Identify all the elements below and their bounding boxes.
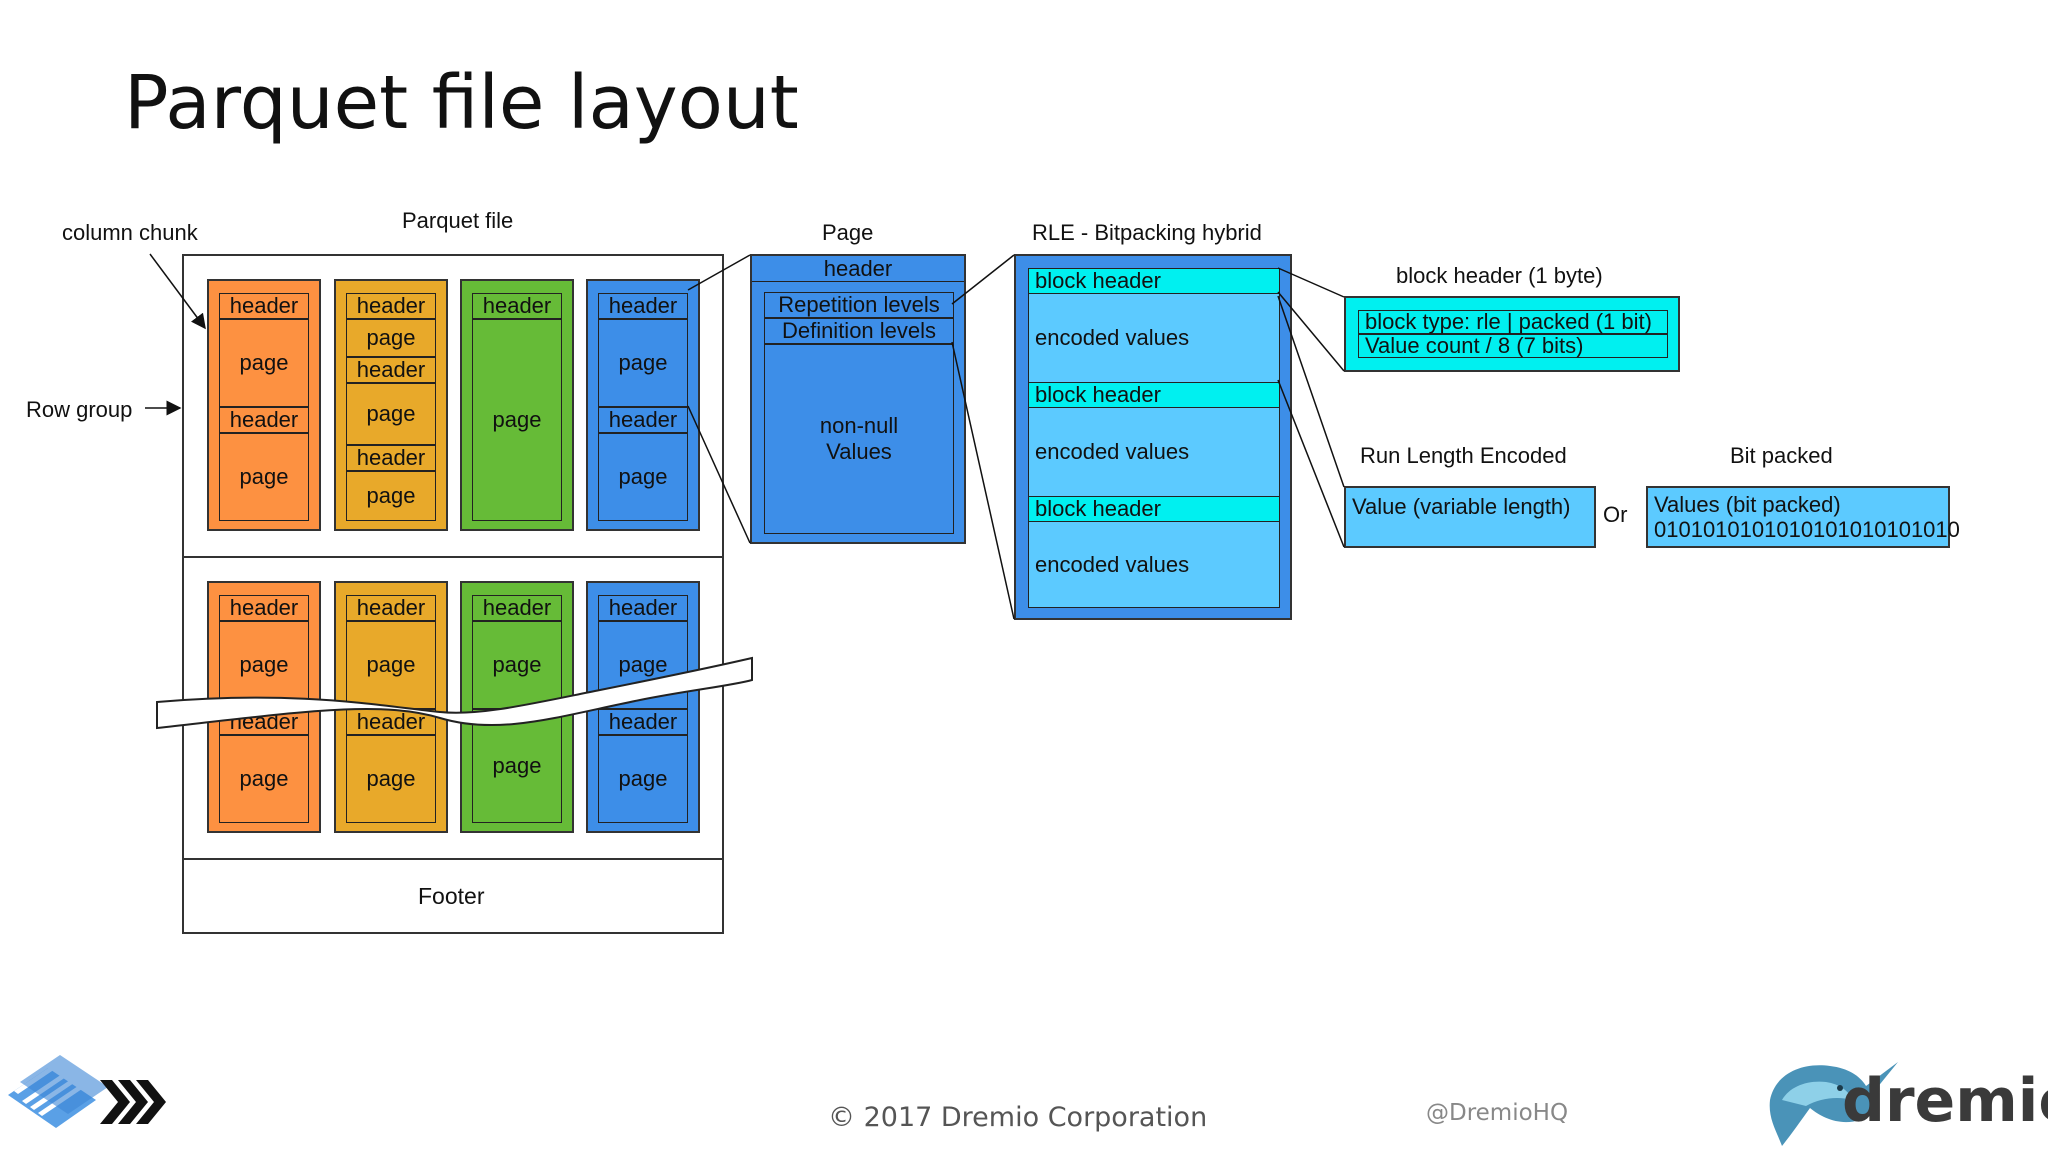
page-header-cell: header xyxy=(346,595,436,621)
block-header-row: block header xyxy=(1028,382,1280,408)
page-cell: page xyxy=(598,621,688,709)
page-header-cell: header xyxy=(346,293,436,319)
page-cell: page xyxy=(346,471,436,521)
encoded-values-row: encoded values xyxy=(1028,294,1280,382)
page-zoom-line-top xyxy=(687,254,751,291)
page-cell: page xyxy=(219,735,309,823)
parquet-file-label: Parquet file xyxy=(402,208,514,233)
value-count-row: Value count / 8 (7 bits) xyxy=(1358,333,1668,358)
page-cell: page xyxy=(219,621,309,709)
row-group-label: Row group xyxy=(26,397,133,422)
page-header-cell: header xyxy=(219,595,309,621)
encoded-line-bottom xyxy=(1277,379,1345,548)
page-cell: page xyxy=(472,709,562,823)
rle-zoom-line-bottom xyxy=(951,341,1015,620)
bitpacked-line2: 0101010101010101010101010 xyxy=(1654,517,1960,542)
page-header-cell: header xyxy=(219,407,309,433)
page-header-cell: header xyxy=(472,293,562,319)
page-label: Page xyxy=(822,220,874,245)
dremio-brand-text: dremio xyxy=(1842,1066,2048,1136)
page-cell: page xyxy=(598,433,688,521)
column-chunk-arrow xyxy=(149,253,206,330)
rle-hybrid-box: block header encoded values block header… xyxy=(1014,254,1292,620)
footer-divider xyxy=(182,858,724,860)
page-cell: page xyxy=(598,319,688,407)
non-null-values-line2: Values xyxy=(826,439,892,464)
column-chunk-orange: header page header page xyxy=(207,279,321,531)
page-header-cell: header xyxy=(346,357,436,383)
page-cell: page xyxy=(346,383,436,445)
block-header-byte-label: block header (1 byte) xyxy=(1396,263,1603,288)
copyright-text: © 2017 Dremio Corporation xyxy=(828,1102,1208,1133)
page-cell: page xyxy=(219,319,309,407)
encoded-values-row: encoded values xyxy=(1028,522,1280,608)
definition-levels: Definition levels xyxy=(764,318,954,344)
page-header-cell: header xyxy=(472,595,562,621)
chevrons-icon xyxy=(100,1080,166,1124)
narwhal-icon xyxy=(1769,1062,1898,1146)
column-chunk-label: column chunk xyxy=(62,220,198,245)
rle-value-box: Value (variable length) xyxy=(1344,486,1596,548)
block-type-row: block type: rle | packed (1 bit) xyxy=(1358,309,1668,334)
page-cell: page xyxy=(598,735,688,823)
row-group-divider xyxy=(182,556,724,558)
slide-title: Parquet file layout xyxy=(124,60,799,146)
twitter-handle: @DremioHQ xyxy=(1426,1100,1569,1126)
repetition-levels: Repetition levels xyxy=(764,292,954,318)
block-header-row: block header xyxy=(1028,268,1280,294)
block-header-line-bottom xyxy=(1277,291,1345,372)
run-length-encoded-label: Run Length Encoded xyxy=(1360,443,1567,468)
page-header-cell: header xyxy=(598,407,688,433)
page-header-cell: header xyxy=(346,445,436,471)
column-chunk-blue: header page header page xyxy=(586,279,700,531)
rle-inner xyxy=(1028,268,1280,608)
page-detail-header: header xyxy=(752,256,964,282)
bitpacked-line1: Values (bit packed) xyxy=(1654,492,1841,517)
rle-zoom-line-top xyxy=(951,254,1015,305)
page-cell: page xyxy=(472,319,562,521)
page-header-cell: header xyxy=(219,293,309,319)
page-header-cell: header xyxy=(598,709,688,735)
encoded-values-row: encoded values xyxy=(1028,408,1280,496)
non-null-values-line1: non-null xyxy=(819,413,899,438)
stripes-logo-icon xyxy=(8,1055,108,1128)
column-chunk-yellow: header page header page header page xyxy=(334,279,448,531)
non-null-values: non-null Values xyxy=(764,344,954,534)
or-label: Or xyxy=(1603,502,1628,527)
block-header-detail-box: block type: rle | packed (1 bit) Value c… xyxy=(1344,296,1680,372)
footer-label: Footer xyxy=(418,883,485,909)
block-header-line-top xyxy=(1277,267,1345,298)
page-header-cell: header xyxy=(598,595,688,621)
page-header-cell: header xyxy=(598,293,688,319)
page-zoom-line-bottom xyxy=(687,405,751,544)
page-cell: page xyxy=(346,319,436,357)
page-cell: page xyxy=(346,735,436,823)
column-chunk-green: header page xyxy=(460,279,574,531)
bit-packed-label: Bit packed xyxy=(1730,443,1833,468)
rle-hybrid-label: RLE - Bitpacking hybrid xyxy=(1032,220,1262,245)
page-cell: page xyxy=(219,433,309,521)
page-detail-box: header Repetition levels Definition leve… xyxy=(750,254,966,544)
encoded-line-top xyxy=(1277,295,1345,488)
bitpacked-value-box: Values (bit packed) 01010101010101010101… xyxy=(1646,486,1960,548)
block-header-row: block header xyxy=(1028,496,1280,522)
